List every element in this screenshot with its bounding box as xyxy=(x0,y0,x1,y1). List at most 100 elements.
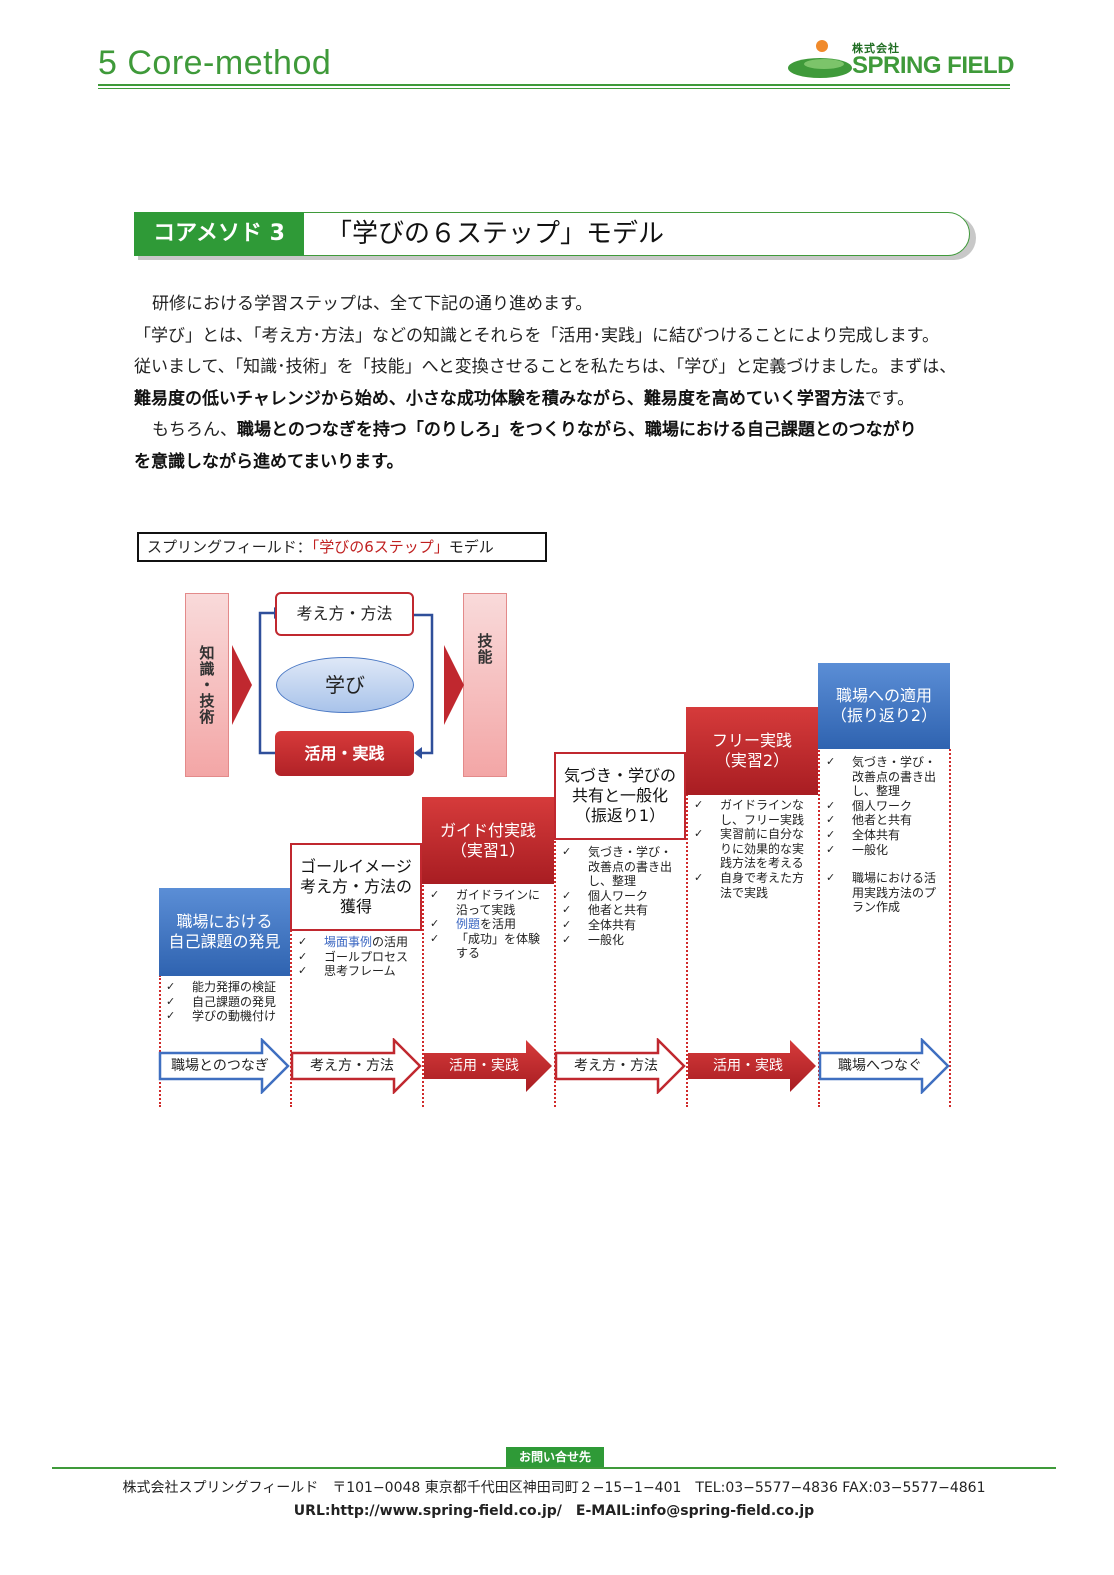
knowledge-bar: 知識・技術 xyxy=(185,593,229,777)
step-title-line: 考え方・方法の xyxy=(299,877,412,896)
column-divider xyxy=(290,843,292,1107)
column-divider xyxy=(949,749,951,1107)
flow-arrow-icon xyxy=(554,1038,686,1094)
caption-suffix: モデル xyxy=(448,538,494,556)
footer-address: 株式会社スプリングフィールド 〒101−0048 東京都千代田区神田司町２−15… xyxy=(122,1480,986,1496)
item-text: を活用 xyxy=(480,917,517,932)
highlight-text: 場面事例 xyxy=(324,935,373,949)
step-5-header: フリー実践（実習2） xyxy=(686,707,818,795)
learning-cycle-arrows xyxy=(232,607,464,759)
step-4-header: 気づき・学びの共有と一般化（振返り1） xyxy=(554,752,686,840)
step-title-line: 職場における xyxy=(176,912,273,931)
section-title: 「学びの６ステップ」モデル xyxy=(326,219,665,249)
footer-url-email: URL:http://www.spring-field.co.jp/ E-MAI… xyxy=(293,1503,815,1519)
step-4-checklist: 気づき・学び・改善点の書き出し、整理 個人ワーク 他者と共有 全体共有 一般化 xyxy=(562,845,682,947)
flow-arrow-icon xyxy=(158,1038,290,1094)
flow-arrow-icon xyxy=(688,1040,816,1092)
checklist-item: 個人ワーク xyxy=(562,889,682,904)
emphasis-text: 職場とのつなぎを持つ「のりしろ」をつくりながら、職場における自己課題とのつながり xyxy=(237,420,917,440)
flow-arrow-label: 職場とのつなぎ xyxy=(171,1058,269,1074)
checklist-item: 場面事例の活用 xyxy=(298,935,420,950)
column-divider xyxy=(818,663,820,1107)
step-3-checklist: ガイドラインに沿って実践 例題を活用 「成功」を体験する xyxy=(430,888,550,961)
cycle-arrowhead-icon xyxy=(414,747,422,759)
flow-arrow-label: 活用・実践 xyxy=(713,1058,783,1074)
checklist-item: 一般化 xyxy=(562,933,682,948)
logo-wordmark: SPRING FIELD xyxy=(852,52,1015,79)
checklist-item: 気づき・学び・改善点の書き出し、整理 xyxy=(826,755,946,799)
header-rule-thin xyxy=(98,88,1010,89)
checklist-item: ガイドラインに沿って実践 xyxy=(430,888,550,917)
body-line: 従いまして、「知識･技術」を「技能」へと変換させることを私たちは、「学び」と定義… xyxy=(134,357,957,377)
checklist-item: 「成功」を体験する xyxy=(430,932,550,961)
checklist-item: 全体共有 xyxy=(562,918,682,933)
body-line: 難易度の低いチャレンジから始め、小さな成功体験を積みながら、難易度を高めていく学… xyxy=(134,384,984,416)
step-title-line: 気づき・学びの xyxy=(563,766,676,785)
learning-ellipse: 学び xyxy=(276,657,414,713)
step-title-line: （振り返り2） xyxy=(830,706,938,725)
right-arrow-icon xyxy=(444,645,464,725)
body-line: 研修における学習ステップは、全て下記の通り進めます。 xyxy=(152,294,593,314)
diagram-caption: スプリングフィールド：「学びの6ステップ」モデル xyxy=(137,532,547,562)
column-divider xyxy=(554,752,556,1107)
thinking-method-box: 考え方・方法 xyxy=(275,592,414,636)
step-6-checklist: 気づき・学び・改善点の書き出し、整理 個人ワーク 他者と共有 全体共有 一般化 … xyxy=(826,755,946,915)
column-divider xyxy=(686,707,688,1107)
checklist-item: 能力発揮の検証 xyxy=(166,980,288,995)
checklist-item: 学びの動機付け xyxy=(166,1009,288,1024)
step-title-line: 共有と一般化 xyxy=(571,786,668,805)
checklist-item: 気づき・学び・改善点の書き出し、整理 xyxy=(562,845,682,889)
body-line: を意識しながら進めてまいります。 xyxy=(134,447,984,479)
right-arrow-icon xyxy=(232,645,252,725)
checklist-item: 実習前に自分なりに効果的な実践方法を考える xyxy=(694,827,814,871)
checklist-item: 他者と共有 xyxy=(562,903,682,918)
step-title-line: フリー実践 xyxy=(711,731,792,750)
step-title-line: 獲得 xyxy=(339,897,372,916)
knowledge-bar-label: 知識・技術 xyxy=(197,645,216,725)
step-title-line: （実習2） xyxy=(714,751,790,770)
highlight-text: 例題 xyxy=(456,917,481,932)
step-title-line: 自己課題の発見 xyxy=(168,932,281,951)
checklist-item: 他者と共有 xyxy=(826,813,946,828)
checklist-item: 例題を活用 xyxy=(430,917,550,932)
skill-bar: 技能 xyxy=(463,593,507,777)
intro-paragraph: 研修における学習ステップは、全て下記の通り進めます。 「学び」とは、「考え方･方… xyxy=(134,289,984,478)
step-1-header: 職場における自己課題の発見 xyxy=(159,888,290,976)
checklist-item: 全体共有 xyxy=(826,828,946,843)
body-line: もちろん、職場とのつなぎを持つ「のりしろ」をつくりながら、職場における自己課題と… xyxy=(134,415,984,447)
step-title-line: ガイド付実践 xyxy=(439,820,536,840)
step-title-line: （実習1） xyxy=(450,840,526,860)
step-2-checklist: 場面事例の活用 ゴールプロセス 思考フレーム xyxy=(298,935,420,979)
flow-arrow-label: 職場へつなぐ xyxy=(838,1058,922,1074)
step-2-header: ゴールイメージ考え方・方法の獲得 xyxy=(290,843,422,931)
flow-arrow-icon xyxy=(424,1040,552,1092)
column-divider xyxy=(422,797,424,1107)
skill-bar-label: 技能 xyxy=(475,632,494,665)
logo-company-type: 株式会社 xyxy=(852,42,900,55)
checklist-item: 一般化 xyxy=(826,843,946,858)
checklist-item: 思考フレーム xyxy=(298,964,420,979)
footer-rule xyxy=(52,1467,1056,1469)
step-title-line: 職場への適用 xyxy=(835,686,932,705)
flow-arrows xyxy=(158,1038,950,1094)
document-title: 5 Core-method xyxy=(98,44,332,82)
column-divider xyxy=(159,975,161,1107)
checklist-item: ゴールプロセス xyxy=(298,950,420,965)
checklist-item: 自身で考えた方法で実践 xyxy=(694,871,814,900)
flow-arrow-icon xyxy=(290,1038,422,1094)
step-1-checklist: 能力発揮の検証 自己課題の発見 学びの動機付け xyxy=(166,980,288,1024)
flow-arrow-label: 活用・実践 xyxy=(449,1058,519,1074)
item-text: の活用 xyxy=(372,935,409,949)
emphasis-text: 難易度の低いチャレンジから始め、小さな成功体験を積みながら、難易度を高めていく学… xyxy=(134,388,865,409)
body-line: 「学び」とは、「考え方･方法」などの知識とそれらを「活用･実践」に結びつけること… xyxy=(134,325,939,346)
step-6-header: 職場への適用（振り返り2） xyxy=(818,663,950,749)
emphasis-text: を意識しながら進めてまいります。 xyxy=(134,451,404,472)
spring-field-logo-icon xyxy=(788,40,852,78)
step-3-header: ガイド付実践（実習1） xyxy=(422,797,554,884)
section-tag: コアメソド 3 xyxy=(134,212,304,256)
step-5-checklist: ガイドラインなし、フリー実践 実習前に自分なりに効果的な実践方法を考える 自身で… xyxy=(694,798,814,900)
contact-tag: お問い合せ先 xyxy=(506,1447,604,1467)
flow-arrow-label: 考え方・方法 xyxy=(310,1058,394,1074)
application-practice-box: 活用・実践 xyxy=(275,731,414,776)
caption-highlight: 「学びの6ステップ」 xyxy=(311,538,449,556)
